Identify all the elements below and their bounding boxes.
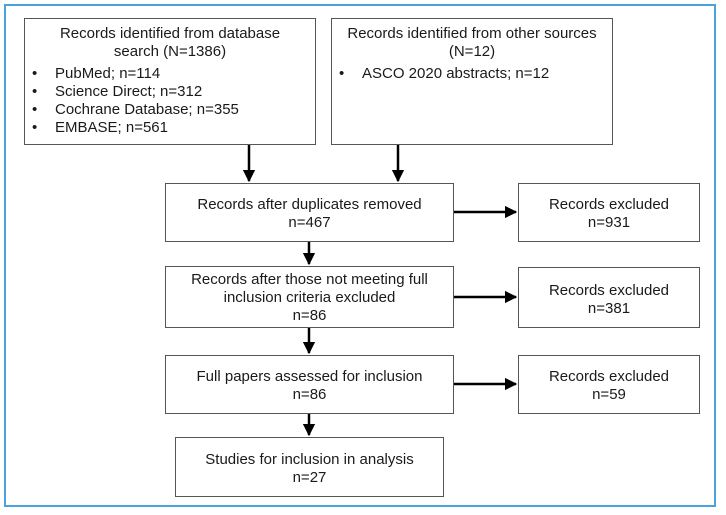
excluded-criteria-box: Records excluded n=381 bbox=[518, 267, 700, 328]
duplicates-removed-box: Records after duplicates removed n=467 bbox=[165, 183, 454, 242]
list-item: •Science Direct; n=312 bbox=[32, 83, 203, 100]
list-item: •PubMed; n=114 bbox=[32, 65, 161, 82]
excluded-duplicates-box: Records excluded n=931 bbox=[518, 183, 700, 242]
database-search-box: Records identified from database search … bbox=[24, 18, 316, 145]
bullet-icon: • bbox=[32, 83, 38, 100]
other-sources-list: •ASCO 2020 abstracts; n=12 bbox=[332, 65, 612, 83]
list-item: •ASCO 2020 abstracts; n=12 bbox=[339, 65, 550, 82]
bullet-icon: • bbox=[32, 101, 38, 118]
other-sources-title-1: Records identified from other sources bbox=[347, 25, 597, 42]
bullet-icon: • bbox=[32, 119, 38, 136]
database-list: •PubMed; n=114 •Science Direct; n=312 •C… bbox=[25, 65, 315, 137]
bullet-icon: • bbox=[339, 65, 345, 82]
other-sources-title-2: (N=12) bbox=[448, 43, 496, 60]
criteria-excluded-box: Records after those not meeting full inc… bbox=[165, 266, 454, 328]
final-studies-box: Studies for inclusion in analysis n=27 bbox=[175, 437, 444, 497]
excluded-full-papers-box: Records excluded n=59 bbox=[518, 355, 700, 414]
full-papers-box: Full papers assessed for inclusion n=86 bbox=[165, 355, 454, 414]
bullet-icon: • bbox=[32, 65, 38, 82]
list-item: •EMBASE; n=561 bbox=[32, 119, 168, 136]
database-search-title-1: Records identified from database bbox=[59, 25, 281, 42]
diagram-frame bbox=[4, 4, 716, 507]
list-item: •Cochrane Database; n=355 bbox=[32, 101, 239, 118]
database-search-title-2: search (N=1386) bbox=[113, 43, 227, 60]
other-sources-box: Records identified from other sources (N… bbox=[331, 18, 613, 145]
